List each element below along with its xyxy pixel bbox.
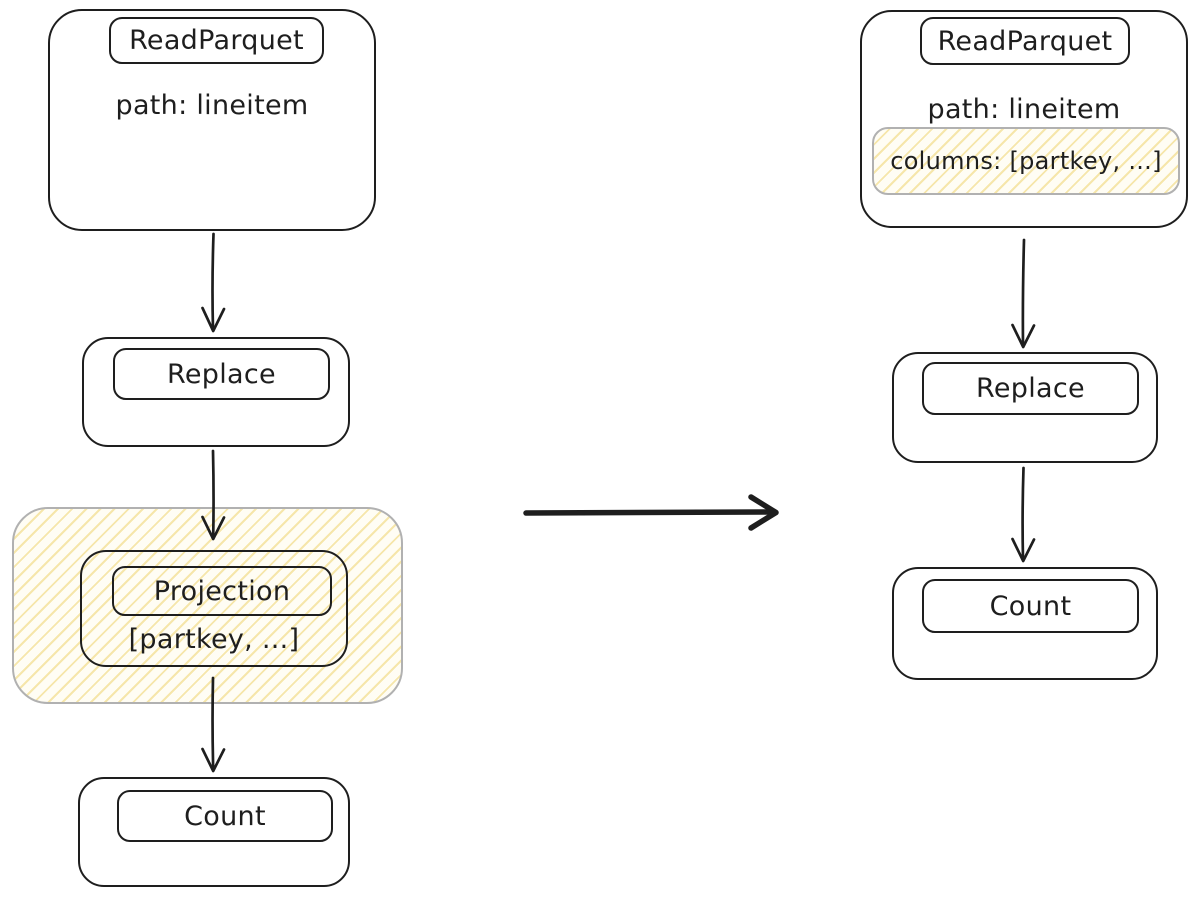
node-right-readparquet-path-label: path: lineitem <box>927 94 1121 125</box>
node-right-replace: Replace <box>892 352 1158 463</box>
node-right-count-title: Count <box>989 590 1072 622</box>
node-left-readparquet: ReadParquet path: lineitem <box>48 9 376 231</box>
node-right-replace-title: Replace <box>976 373 1085 404</box>
transform-arrow <box>523 494 779 531</box>
node-left-readparquet-title-pill: ReadParquet <box>109 17 324 64</box>
node-right-count-title-pill: Count <box>922 579 1139 633</box>
node-right-readparquet-title: ReadParquet <box>937 25 1113 57</box>
edge-right-replace-to-count <box>1011 466 1036 563</box>
node-left-replace-title: Replace <box>167 358 276 390</box>
node-left-readparquet-title: ReadParquet <box>129 25 304 56</box>
node-left-count: Count <box>78 777 350 887</box>
node-left-projection-columns-label: [partkey, ...] <box>128 624 300 655</box>
node-left-replace: Replace <box>82 337 350 447</box>
node-left-replace-title-pill: Replace <box>113 348 330 400</box>
node-right-replace-title-pill: Replace <box>922 362 1139 415</box>
node-left-projection-title-pill: Projection <box>112 566 332 616</box>
edge-left-readparquet-to-replace <box>201 232 226 333</box>
node-right-count: Count <box>892 567 1158 680</box>
node-right-readparquet: ReadParquet path: lineitem columns: [par… <box>860 10 1188 228</box>
edge-right-readparquet-to-replace <box>1011 238 1036 349</box>
node-right-readparquet-title-pill: ReadParquet <box>920 17 1130 65</box>
node-left-projection-title: Projection <box>153 575 291 607</box>
node-left-projection: Projection [partkey, ...] <box>80 550 348 667</box>
node-left-count-title: Count <box>184 800 266 832</box>
node-right-readparquet-columns-label: columns: [partkey, ...] <box>890 147 1162 175</box>
node-right-readparquet-columns-pill: columns: [partkey, ...] <box>872 127 1180 195</box>
node-left-readparquet-path-label: path: lineitem <box>115 90 309 121</box>
node-left-count-title-pill: Count <box>117 790 333 842</box>
